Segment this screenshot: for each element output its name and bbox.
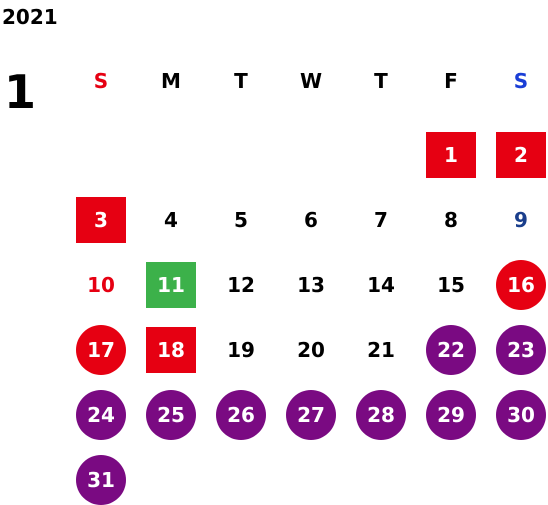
day-cell-29[interactable]: 29 [416,390,486,440]
calendar-year: 2021 [2,5,58,29]
weekday-label: F [444,69,458,93]
day-cell-24[interactable]: 24 [66,390,136,440]
day-cell-23[interactable]: 23 [486,325,548,375]
day-number: 11 [146,262,196,308]
day-cell-19[interactable]: 19 [206,325,276,375]
day-number: 29 [426,390,476,440]
day-number: 6 [304,208,318,232]
day-number: 5 [234,208,248,232]
day-cell-27[interactable]: 27 [276,390,346,440]
day-cell-12[interactable]: 12 [206,260,276,310]
day-number: 13 [297,273,325,297]
weekday-tue: T [206,58,276,104]
day-number: 19 [227,338,255,362]
weekday-fri: F [416,58,486,104]
day-number: 24 [76,390,126,440]
day-number: 28 [356,390,406,440]
day-number: 1 [426,132,476,178]
weekday-label: W [299,69,323,93]
day-cell-28[interactable]: 28 [346,390,416,440]
day-number: 17 [76,325,126,375]
weekday-sat: S [486,58,548,104]
day-cell-30[interactable]: 30 [486,390,548,440]
day-cell-22[interactable]: 22 [416,325,486,375]
day-number: 3 [76,197,126,243]
day-number: 15 [437,273,465,297]
day-number: 23 [496,325,546,375]
weekday-label: S [93,69,109,93]
day-number: 9 [514,208,528,232]
day-number: 2 [496,132,546,178]
day-cell-1[interactable]: 1 [416,130,486,180]
day-number: 31 [76,455,126,505]
day-number: 12 [227,273,255,297]
weekday-thu: T [346,58,416,104]
day-cell-13[interactable]: 13 [276,260,346,310]
day-number: 21 [367,338,395,362]
day-number: 30 [496,390,546,440]
weekday-label: T [234,69,248,93]
day-cell-14[interactable]: 14 [346,260,416,310]
day-cell-3[interactable]: 3 [66,195,136,245]
day-number: 27 [286,390,336,440]
day-cell-11[interactable]: 11 [136,260,206,310]
day-cell-25[interactable]: 25 [136,390,206,440]
weekday-mon: M [136,58,206,104]
day-cell-21[interactable]: 21 [346,325,416,375]
day-cell-8[interactable]: 8 [416,195,486,245]
weekday-label: S [513,69,529,93]
day-number: 8 [444,208,458,232]
day-cell-6[interactable]: 6 [276,195,346,245]
day-cell-10[interactable]: 10 [66,260,136,310]
weekday-label: M [161,69,181,93]
day-cell-7[interactable]: 7 [346,195,416,245]
weekday-sun: S [66,58,136,104]
day-cell-18[interactable]: 18 [136,325,206,375]
day-cell-5[interactable]: 5 [206,195,276,245]
day-number: 10 [87,273,115,297]
day-cell-4[interactable]: 4 [136,195,206,245]
day-cell-31[interactable]: 31 [66,455,136,505]
weekday-label: T [374,69,388,93]
day-number: 4 [164,208,178,232]
day-number: 7 [374,208,388,232]
weekday-wed: W [276,58,346,104]
day-cell-17[interactable]: 17 [66,325,136,375]
day-cell-26[interactable]: 26 [206,390,276,440]
day-number: 16 [496,260,546,310]
day-cell-20[interactable]: 20 [276,325,346,375]
day-cell-9[interactable]: 9 [486,195,548,245]
day-cell-15[interactable]: 15 [416,260,486,310]
day-number: 18 [146,327,196,373]
day-cell-16[interactable]: 16 [486,260,548,310]
calendar-month: 1 [4,65,37,119]
day-number: 25 [146,390,196,440]
day-number: 26 [216,390,266,440]
day-number: 14 [367,273,395,297]
day-cell-2[interactable]: 2 [486,130,548,180]
day-number: 20 [297,338,325,362]
day-number: 22 [426,325,476,375]
